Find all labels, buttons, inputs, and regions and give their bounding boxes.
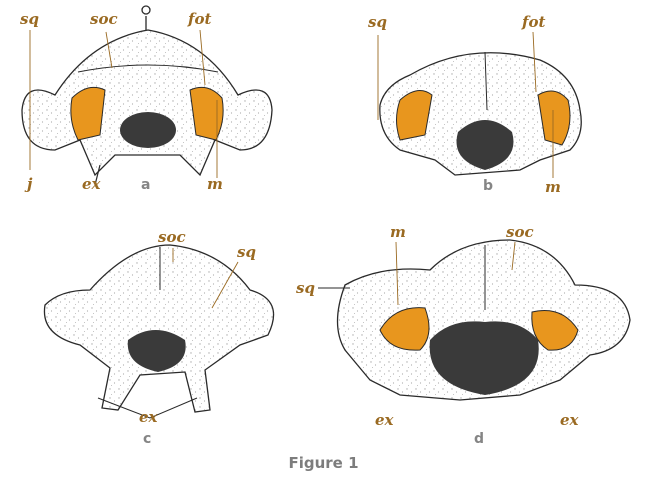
label-d-ex-left: ex: [375, 411, 394, 429]
skull-c: [43, 244, 275, 419]
skull-b: [379, 51, 582, 176]
orange-region: [537, 90, 571, 146]
panel-label-c: c: [143, 431, 152, 447]
label-c-ex: ex: [139, 408, 158, 426]
label-c-soc: soc: [158, 228, 186, 246]
label-b-sq: sq: [368, 13, 387, 31]
skull-d: [318, 239, 631, 401]
orange-region: [396, 90, 433, 141]
label-d-m: m: [390, 223, 406, 241]
orange-region: [531, 310, 579, 351]
orange-region: [70, 86, 106, 141]
figure-caption: Figure 1: [288, 454, 359, 472]
orange-region: [379, 307, 430, 351]
skull-a: [21, 5, 273, 186]
label-a-sq: sq: [20, 10, 39, 28]
label-a-j: j: [27, 175, 33, 193]
panel-label-d: d: [474, 431, 485, 447]
orange-region: [189, 86, 224, 141]
label-a-fot: fot: [188, 10, 212, 28]
label-a-m: m: [207, 175, 223, 193]
label-d-sq: sq: [296, 279, 315, 297]
label-a-ex: ex: [82, 175, 101, 193]
label-b-fot: fot: [522, 13, 546, 31]
label-d-soc: soc: [506, 223, 534, 241]
label-b-m: m: [545, 178, 561, 196]
label-d-ex-right: ex: [560, 411, 579, 429]
leader-lines: [29, 29, 554, 309]
panel-label-b: b: [483, 178, 494, 194]
label-c-sq: sq: [237, 243, 256, 261]
label-a-soc: soc: [90, 10, 118, 28]
panel-label-a: a: [141, 177, 151, 193]
